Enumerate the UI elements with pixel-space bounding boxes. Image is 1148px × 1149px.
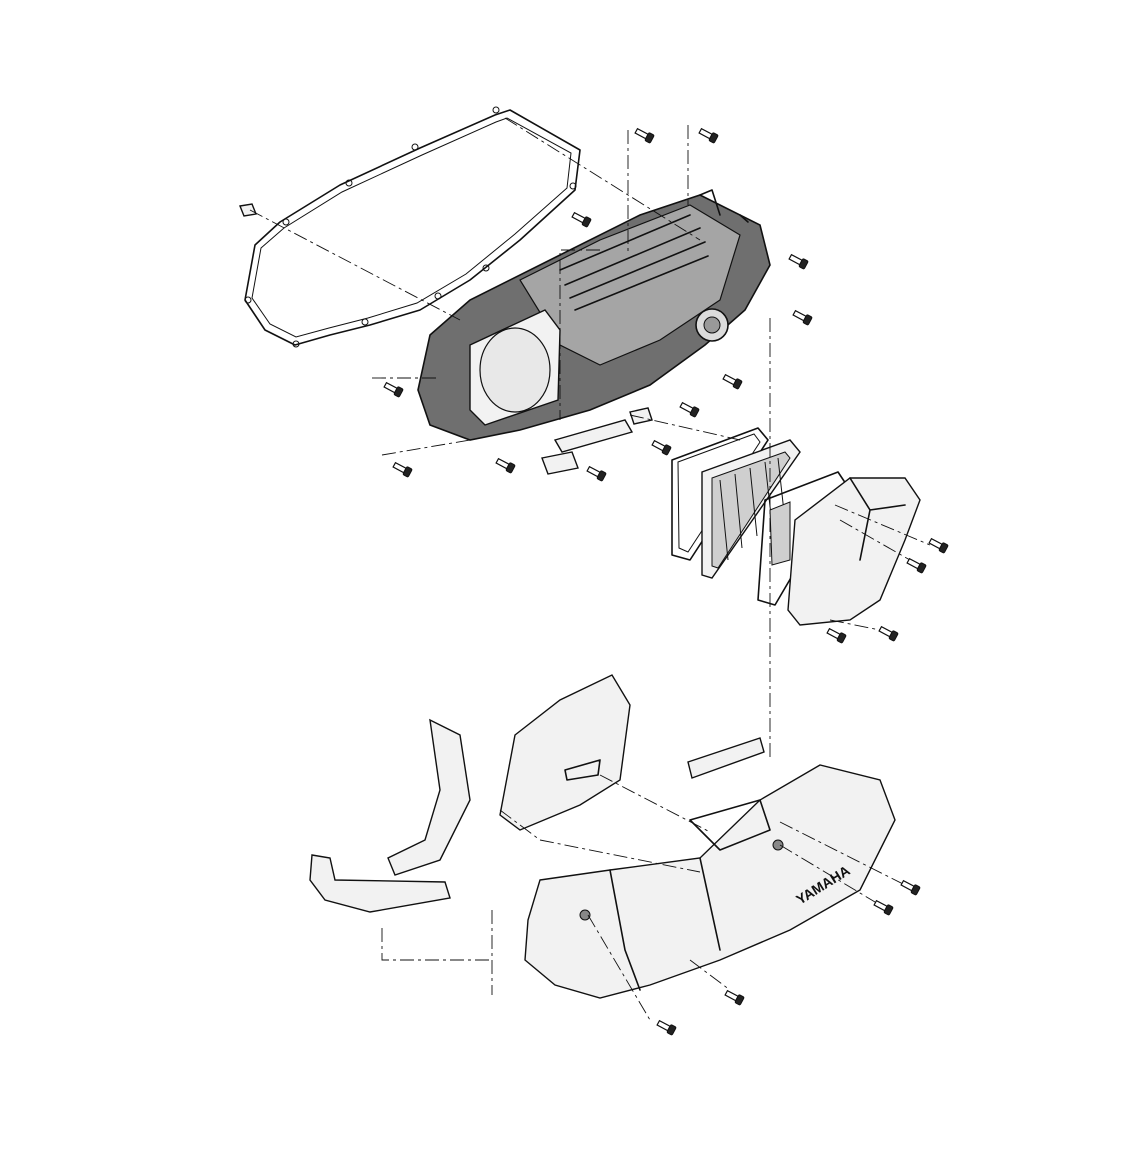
screw <box>724 989 745 1006</box>
screw <box>586 465 607 482</box>
floor-trim-bar <box>309 854 451 913</box>
screw <box>656 1019 677 1036</box>
side-trim-strip <box>387 718 471 876</box>
air-filter-element <box>701 439 801 579</box>
screw <box>906 557 927 574</box>
crankcase-cover-housing <box>417 189 771 441</box>
screw <box>651 439 672 456</box>
intake-duct-cover <box>787 477 921 626</box>
screw <box>792 309 813 326</box>
side-cover-panel <box>499 674 631 831</box>
screw <box>571 211 592 228</box>
lower-body-cowl: YAMAHA <box>524 764 896 999</box>
screw <box>928 537 949 554</box>
dowel-pin <box>239 203 257 217</box>
screw <box>878 625 899 642</box>
screw <box>634 127 655 144</box>
screw <box>698 127 719 144</box>
screw <box>383 381 404 398</box>
pad-block <box>687 737 765 779</box>
screw <box>495 457 516 474</box>
bracket-plate <box>541 407 653 475</box>
screw <box>392 461 413 478</box>
screw <box>873 899 894 916</box>
screw <box>826 627 847 644</box>
screw-set <box>383 127 949 1036</box>
screw <box>788 253 809 270</box>
assembly-lines <box>249 117 931 1021</box>
crankcase-cover-gasket <box>244 106 581 348</box>
screw <box>679 401 700 418</box>
screw <box>722 373 743 390</box>
screw <box>900 879 921 896</box>
